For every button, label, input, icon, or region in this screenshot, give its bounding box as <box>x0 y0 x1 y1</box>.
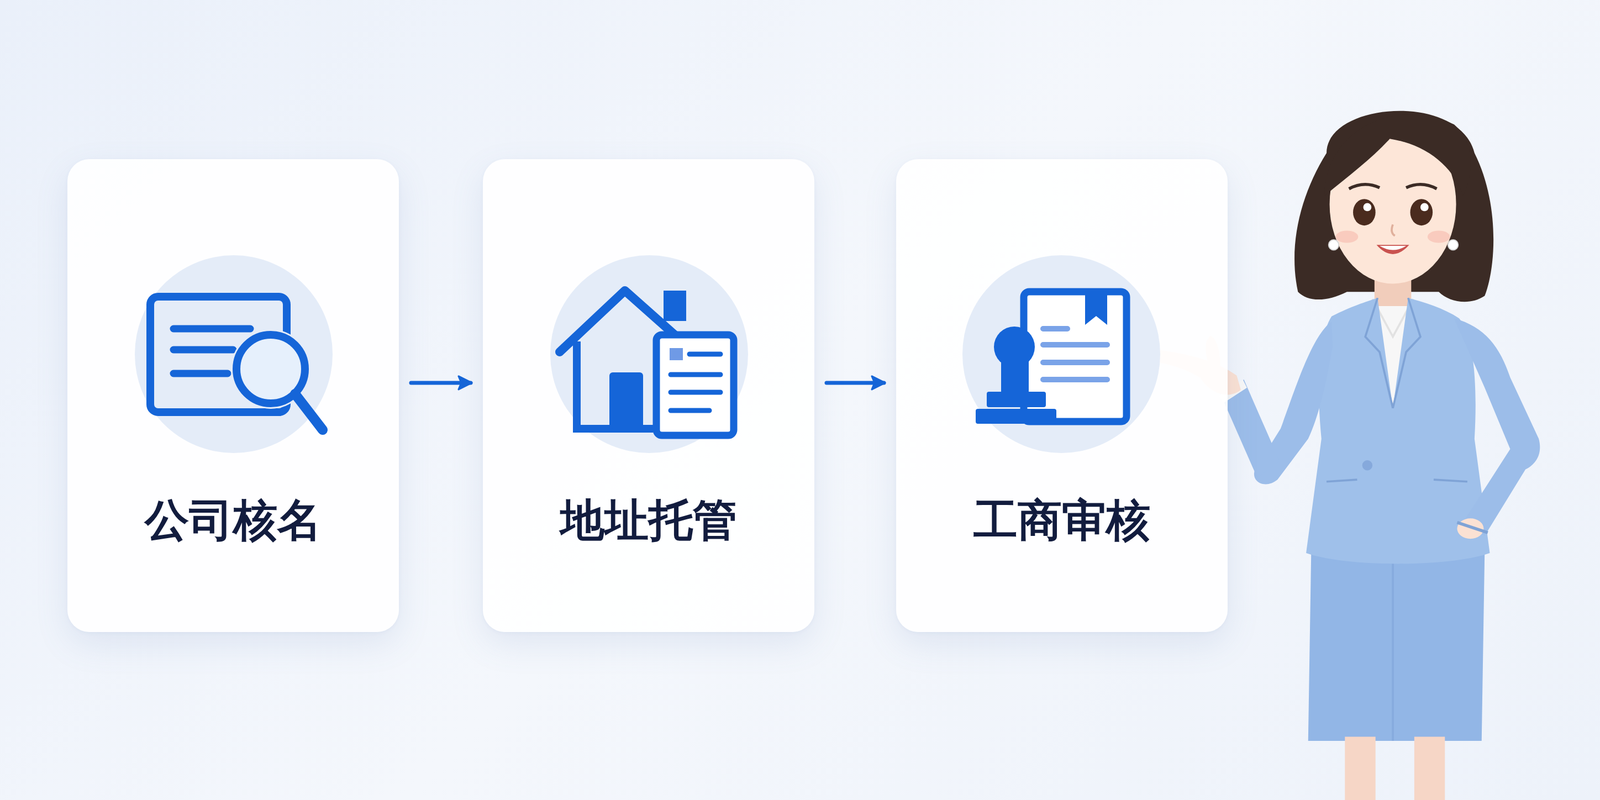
illustration-part <box>1391 556 1394 741</box>
illustration-part <box>1427 230 1451 243</box>
illustration-part <box>1391 224 1396 236</box>
illustration-part <box>669 348 683 361</box>
step-label: 地址托管 <box>482 490 815 552</box>
illustration-part <box>1308 550 1486 741</box>
illustration-part <box>962 255 1161 454</box>
illustration-part <box>1362 460 1373 471</box>
illustration-part <box>975 408 1057 424</box>
illustration-part <box>1448 239 1459 250</box>
illustration-part <box>1363 203 1372 212</box>
flow-arrow <box>826 380 884 385</box>
illustration-part <box>1365 297 1393 408</box>
process-card: 工商审核 <box>896 159 1228 633</box>
step-label: 工商审核 <box>896 490 1228 552</box>
illustration-part <box>1085 291 1108 325</box>
illustration-part <box>550 255 749 454</box>
illustration-part <box>656 334 734 436</box>
illustration-part <box>295 393 323 430</box>
illustration-part <box>609 372 644 429</box>
illustration-part <box>1409 198 1433 226</box>
illustration-part <box>1326 479 1357 482</box>
illustration-part <box>576 341 654 429</box>
illustration-part <box>1433 479 1468 482</box>
illustration-part <box>1349 184 1380 189</box>
illustration-part <box>134 255 333 454</box>
illustration-part <box>1456 522 1488 533</box>
illustration-part <box>1392 297 1421 408</box>
illustration-part <box>1414 736 1445 800</box>
illustration-part <box>1043 328 1108 380</box>
flow-arrow <box>411 380 471 385</box>
house-document-icon <box>482 159 815 633</box>
illustration-part <box>1379 245 1407 250</box>
illustration-part <box>663 290 687 321</box>
stamp-document-icon <box>896 159 1228 633</box>
search-document-icon <box>67 159 399 633</box>
illustration-part <box>1324 114 1471 197</box>
illustration-part <box>1344 736 1376 800</box>
illustration-part <box>1306 297 1490 564</box>
illustration-part <box>986 391 1046 408</box>
process-card: 公司核名 <box>67 159 399 633</box>
illustration-part <box>1001 358 1029 395</box>
illustration-part <box>670 354 721 411</box>
step-label: 公司核名 <box>67 490 399 552</box>
illustration-part <box>1376 244 1410 255</box>
illustration-part <box>1454 318 1540 536</box>
illustration-part <box>1328 239 1339 250</box>
illustration-part <box>1353 198 1376 226</box>
illustration-part <box>1294 111 1494 303</box>
illustration-part <box>1406 184 1437 189</box>
process-card: 地址托管 <box>482 159 815 633</box>
illustration-part <box>1420 203 1429 212</box>
illustration-part <box>1335 230 1359 243</box>
